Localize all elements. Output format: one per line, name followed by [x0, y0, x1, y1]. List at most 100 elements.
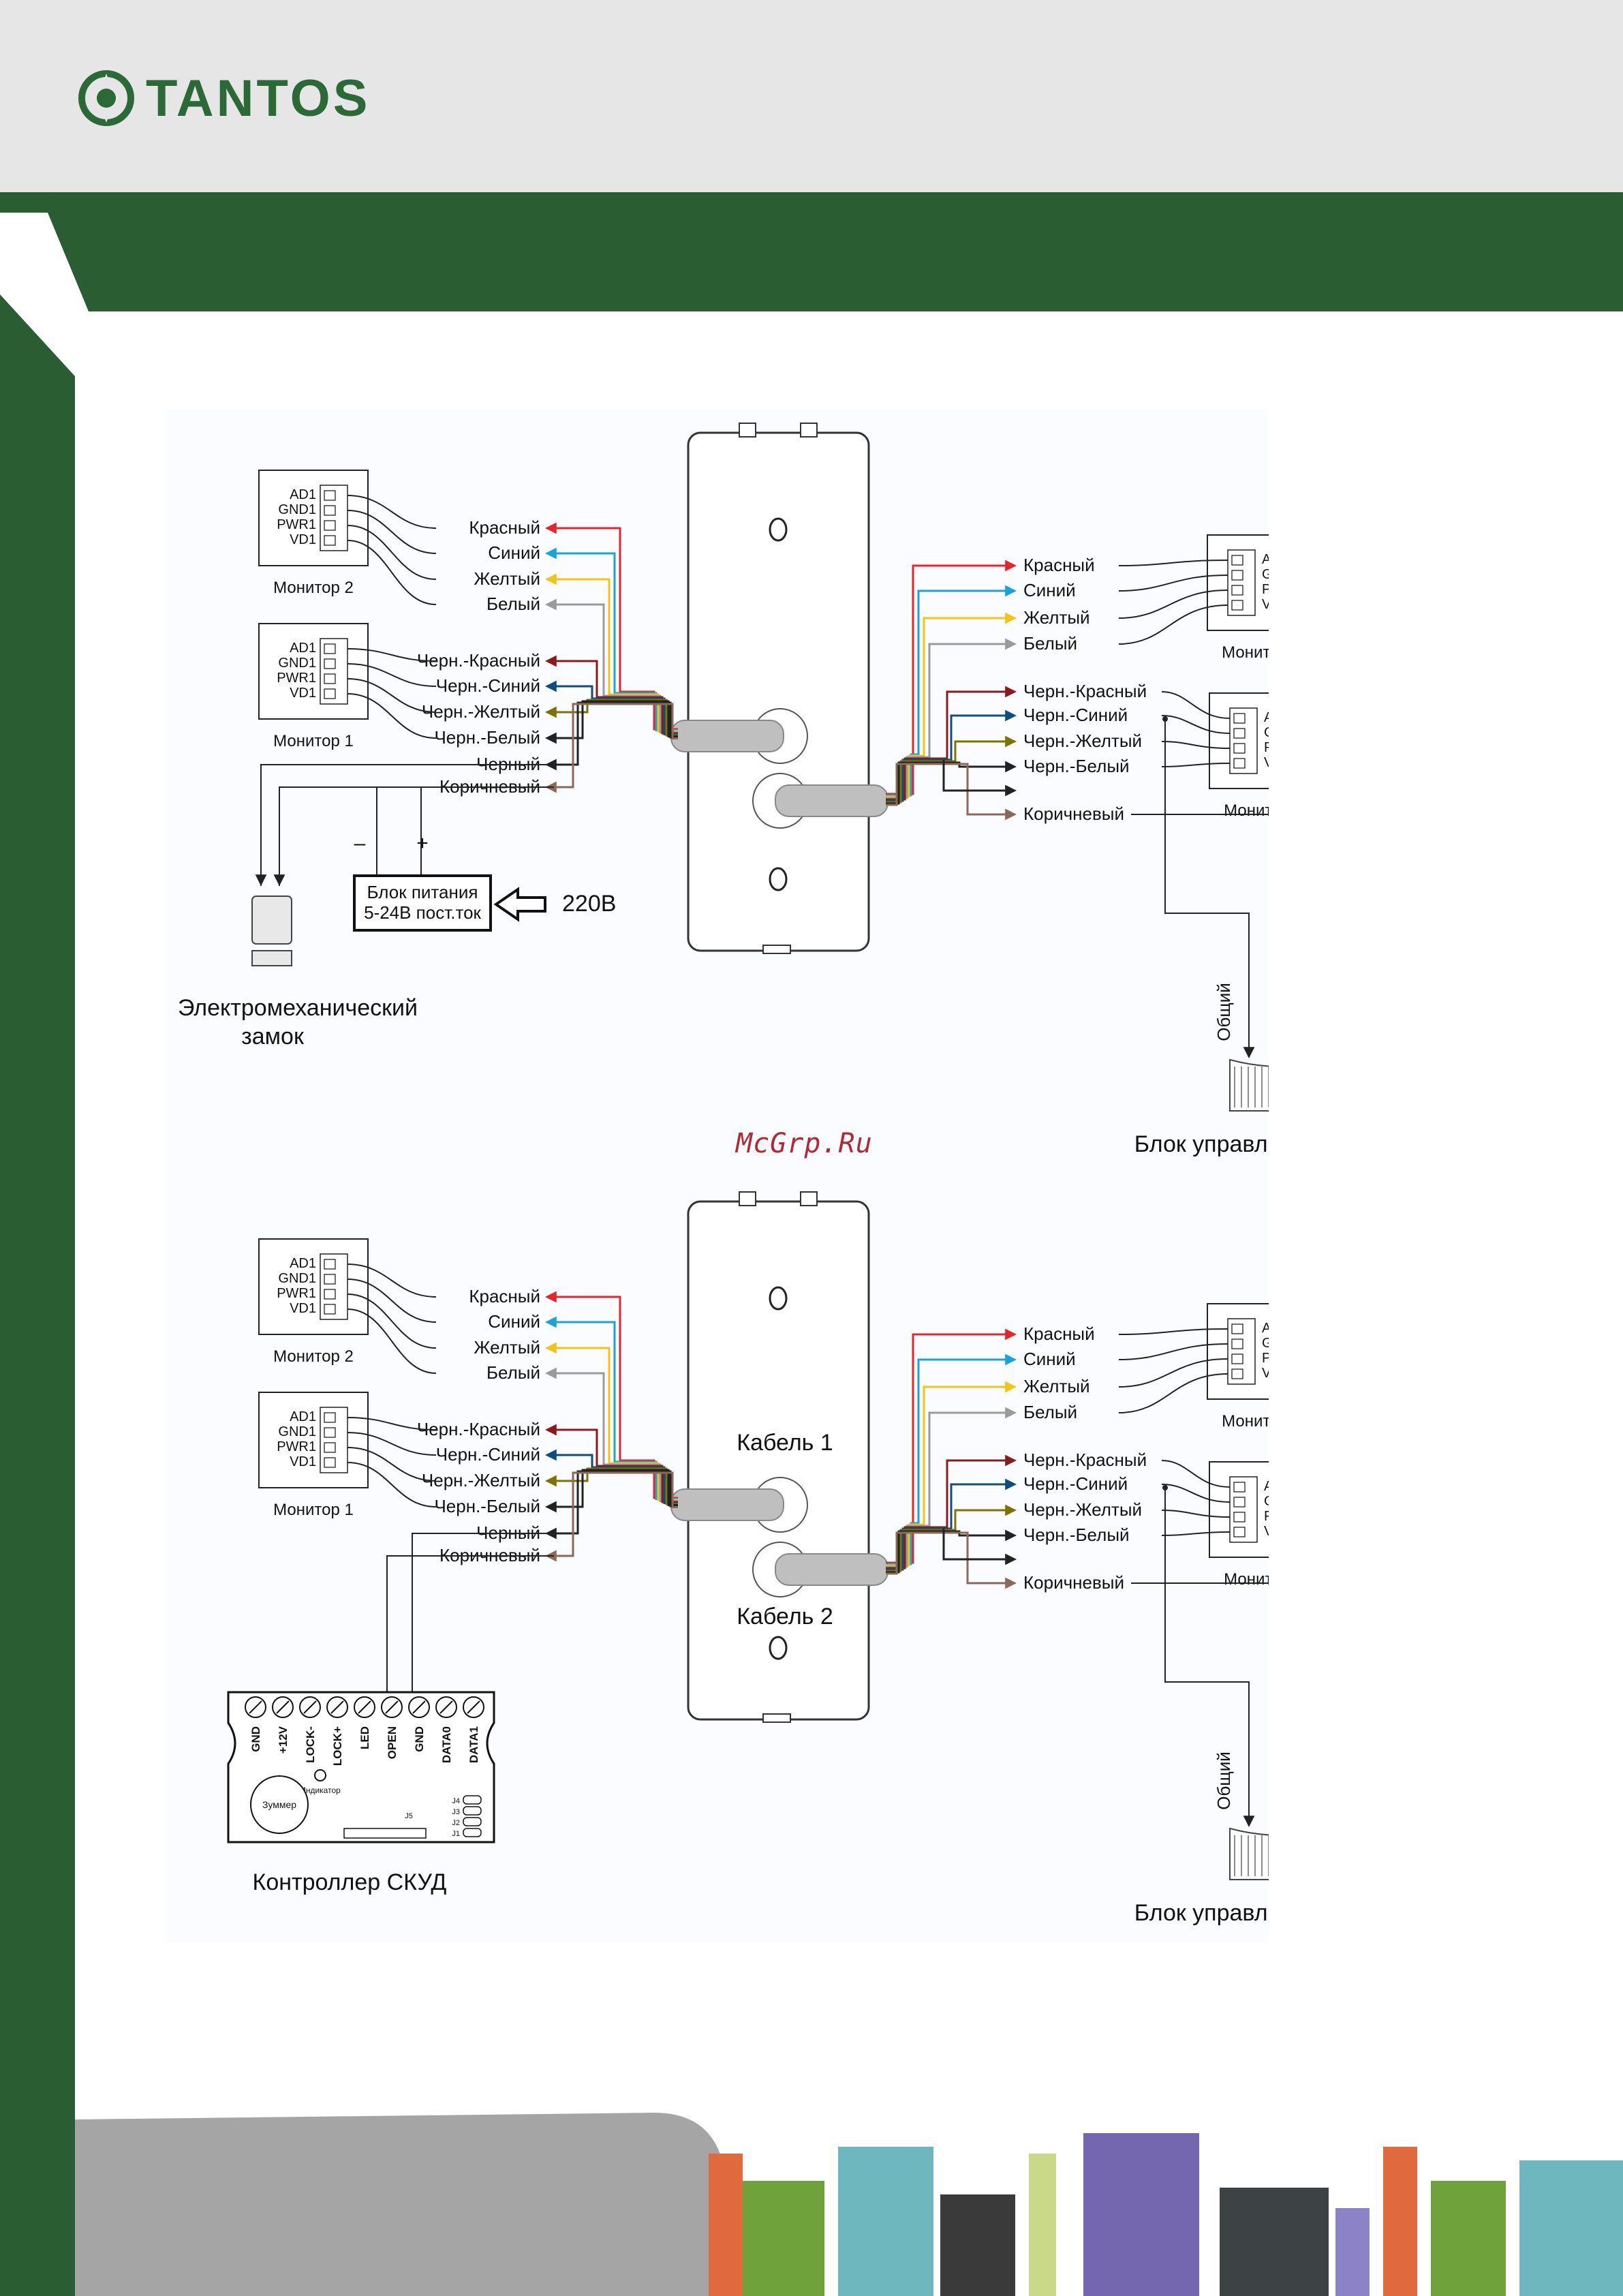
diagram1-right-extra-arrow: [1005, 784, 1017, 797]
diagram2-jumper-label: J2: [452, 1819, 460, 1827]
diagram1-right-extra-wire: [942, 760, 1008, 792]
diagram2-jumper-label: J4: [452, 1797, 460, 1805]
diagram1-monitor-3-pin-label: VD1: [1262, 597, 1269, 612]
diagram1-open-wire: [1131, 814, 1269, 815]
diagram2-left-wire-label: Черн.-Синий: [436, 1444, 540, 1465]
diagram1-monitor-2-label: Монитор 2: [273, 579, 354, 597]
diagram1-monitor-1-pin: [324, 688, 336, 699]
diagram1-left-wire-arrow: [545, 598, 557, 611]
diagram2-monitor-1-pin-label: PWR1: [277, 1439, 316, 1454]
brand-logo: TANTOS: [76, 65, 370, 131]
diagram2-left-wire-label: Белый: [486, 1362, 540, 1383]
diagram2-right-wire-label: Черн.-Желтый: [1023, 1499, 1142, 1520]
diagram1-left-wire-label: Черн.-Красный: [417, 650, 540, 671]
diagram2-reader-clip: [800, 1191, 818, 1206]
diagram1-monitor-4-pin: [1233, 743, 1246, 754]
diagram2-right-wire-arrow: [1005, 1381, 1017, 1393]
diagram2-screw-top: [769, 1286, 788, 1311]
diagram2-monitor-4-pin: [1233, 1482, 1246, 1493]
diagram2-monitor-2-pin: [324, 1304, 336, 1315]
diagram1-right-wire-label: Желтый: [1023, 607, 1090, 628]
diagram2-monitor-2-pin-label: GND1: [278, 1271, 316, 1286]
diagram2-monitor-3-pin-label: GND1: [1262, 1336, 1269, 1351]
diagram2-controller-wire-a: [412, 1533, 554, 1692]
diagram2-monitor-2-pin: [324, 1289, 336, 1300]
diagram2-terminal-label: OPEN: [386, 1726, 399, 1759]
diagram2-terminal-label: DATA0: [440, 1726, 453, 1763]
diagram2-terminal-label: DATA1: [467, 1726, 480, 1763]
diagram2-terminal-label: LOCK-: [304, 1726, 317, 1763]
diagram2-indicator-led: [314, 1769, 326, 1781]
diagram2-monitor-2-pin-label: VD1: [290, 1301, 316, 1316]
diagram1-monitor-1-lead: [347, 693, 437, 739]
diagram2-terminal-label: LOCK+: [331, 1726, 344, 1766]
diagram1-right-wire-arrow: [1005, 638, 1017, 650]
diagram2-monitor-3-lead: [1118, 1328, 1228, 1335]
corner-wedge: [0, 213, 1623, 465]
diagram1-right-wire-arrow: [1005, 612, 1017, 624]
diagram1-right-wire-label: Белый: [1023, 633, 1077, 654]
diagram2-pin-header: [343, 1828, 427, 1839]
diagram1-right-wire-arrow: [1005, 735, 1017, 748]
diagram2-terminal-slot: [412, 1700, 426, 1714]
diagram1-monitor-4-label: Монитор 4: [1224, 801, 1269, 820]
diagram2-monitor-1-lead: [347, 1417, 437, 1430]
diagram1-left-wire-arrow: [545, 680, 557, 692]
diagram1-monitor-4-lead: [1161, 691, 1231, 719]
diagram2-monitor-3-pin-label: AD1: [1262, 1321, 1269, 1336]
diagram2-terminal-label: LED: [358, 1726, 371, 1749]
diagram2-monitor-2-pin: [324, 1259, 336, 1270]
diagram2-left-wire-label: Синий: [488, 1311, 540, 1332]
diagram1-left-wire-arrow: [545, 547, 557, 560]
page-header: TANTOS: [0, 0, 1623, 192]
diagram2-monitor-4-lead: [1161, 1531, 1231, 1536]
diagram1-monitor-1-pin-label: PWR1: [277, 671, 316, 686]
diagram2-common-wire: [1164, 1488, 1250, 1818]
diagram1-monitor-1-pin: [324, 643, 336, 654]
diagram1-right-wire-arrow: [1005, 709, 1017, 722]
diagram2-left-wire-arrow: [545, 1367, 557, 1379]
diagram1-monitor-4-pin-label: GND1: [1264, 725, 1269, 740]
diagram2-jumper-label: J1: [452, 1830, 460, 1838]
diagram1-monitor-2-pin: [324, 505, 336, 516]
diagram2-monitor-1-pin-label: AD1: [290, 1409, 316, 1424]
diagram1-common-arrow: [1243, 1047, 1255, 1058]
diagram2-cable-1: [670, 1488, 784, 1521]
diagram2-right-wire-label: Черн.-Синий: [1023, 1473, 1128, 1494]
diagram2-right-wire-label: Желтый: [1023, 1376, 1090, 1396]
diagram2-right-wire-arrow: [1005, 1454, 1017, 1467]
diagram2-terminal-slot: [467, 1700, 480, 1714]
diagram2-monitor-1-pin: [324, 1427, 336, 1438]
diagram1-monitor-3-label: Монитор 3: [1222, 643, 1269, 662]
diagram2-jumper: [463, 1828, 482, 1837]
diagram2-terminal-label: GND: [413, 1726, 426, 1752]
diagram2-right-wire-label: Коричневый: [1023, 1572, 1124, 1593]
diagram2-monitor-3-pin: [1231, 1353, 1243, 1364]
diagram2-right-wire-arrow: [1005, 1353, 1017, 1366]
diagram1-left-wire-arrow: [545, 706, 557, 718]
diagram1-common-junction: [1162, 716, 1168, 722]
diagram2-jumper-label: J3: [452, 1808, 460, 1816]
diagram2-monitor-2-pin: [324, 1274, 336, 1285]
diagram1-gate-icon: [1229, 1058, 1269, 1112]
diagram1-right-wire-label: Синий: [1023, 580, 1076, 600]
diagram2-monitor-1-pin-label: VD1: [290, 1454, 316, 1469]
diagram2-right-wire-arrow: [1005, 1407, 1017, 1419]
diagram2-left-wire-label: Черн.-Желтый: [422, 1470, 540, 1490]
diagram2-common-arrow: [1243, 1816, 1255, 1827]
diagram2-reader-foot: [762, 1713, 791, 1723]
diagram1-monitor-1-lead: [347, 648, 437, 662]
diagram2-monitor-2-lead: [347, 1294, 437, 1349]
diagram1-lock-label-1: Электромеханический: [178, 995, 418, 1021]
diagram2-left-wire-arrow: [545, 1424, 557, 1436]
diagram2-right-wire-label: Черн.-Красный: [1023, 1450, 1147, 1470]
diagram1-monitor-3-lead: [1118, 604, 1228, 645]
diagram2-terminal-slot: [249, 1700, 262, 1714]
diagram1-monitor-1-pin: [324, 658, 336, 669]
diagram1-cable-2: [775, 784, 888, 817]
diagram1-monitor-2-lead: [347, 525, 437, 580]
diagram1-monitor-2-box: [258, 470, 369, 566]
diagram1-monitor-3-pin-label: PWR1: [1262, 582, 1269, 597]
diagram2-monitor-2-lead: [347, 1264, 437, 1298]
